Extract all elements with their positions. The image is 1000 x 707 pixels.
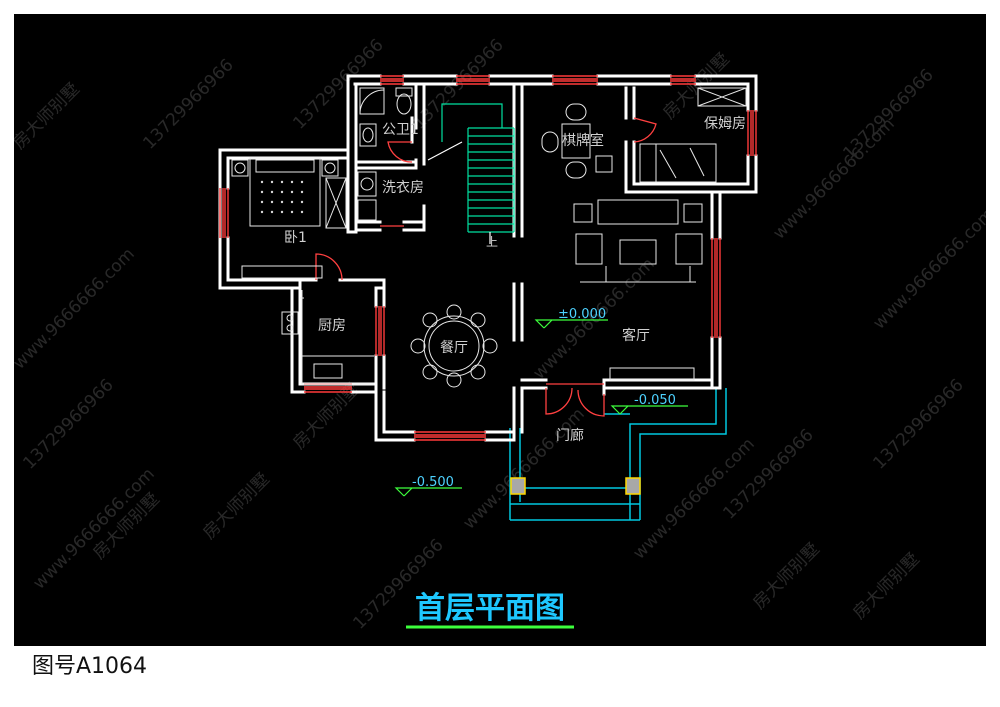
toilet bbox=[395, 87, 413, 115]
watermark-phone: 13729966966 bbox=[19, 375, 117, 473]
watermark-site: www.9666666.com bbox=[869, 204, 986, 333]
label-kitchen: 厨房 bbox=[318, 318, 346, 334]
watermark-site: www.9666666.com bbox=[459, 404, 588, 533]
elevation-porch bbox=[610, 405, 688, 415]
window-top-stair bbox=[456, 75, 490, 85]
watermark-site: www.9666666.com bbox=[14, 244, 139, 373]
elevation-main bbox=[534, 319, 608, 329]
watermark-site: www.9666666.com bbox=[29, 464, 158, 593]
elevation-main-value: ±0.000 bbox=[558, 307, 606, 322]
bedroom-cabinet bbox=[241, 265, 323, 279]
door-bath bbox=[387, 141, 413, 163]
furniture bbox=[231, 87, 747, 388]
watermark-brand: 房大师别墅 bbox=[199, 469, 273, 543]
door-bedroom bbox=[315, 253, 343, 281]
doors bbox=[315, 117, 657, 417]
window-bedroom-left bbox=[219, 188, 229, 238]
watermark-brand: 房大师别墅 bbox=[659, 49, 733, 123]
window-top-bath bbox=[380, 75, 404, 85]
laundry-fixtures bbox=[357, 171, 377, 221]
window-dining-bottom bbox=[414, 431, 486, 441]
tv-cabinet bbox=[609, 367, 695, 381]
watermark-phone: 13729966966 bbox=[719, 425, 817, 523]
plan-title: 首层平面图 bbox=[415, 591, 565, 626]
sofa-set bbox=[573, 199, 703, 283]
label-bedroom: 卧1 bbox=[284, 230, 307, 246]
door-entry-left bbox=[545, 387, 573, 415]
door-entry-right bbox=[577, 389, 605, 417]
watermark-phone: 13729966966 bbox=[839, 65, 937, 163]
floor-plan: 房大师别墅 13729966966 13729966966 1372996696… bbox=[14, 35, 986, 633]
label-dining: 餐厅 bbox=[440, 340, 468, 356]
cad-canvas: 房大师别墅 13729966966 13729966966 1372996696… bbox=[14, 14, 986, 646]
bed bbox=[231, 157, 339, 227]
walls bbox=[218, 74, 758, 442]
shower bbox=[359, 87, 385, 115]
chess-table bbox=[541, 103, 613, 179]
porch-columns bbox=[510, 477, 641, 495]
watermark-brand: 房大师别墅 bbox=[749, 539, 823, 613]
wardrobe bbox=[325, 177, 347, 229]
watermark-phone: 13729966966 bbox=[869, 375, 967, 473]
window-living-right bbox=[711, 238, 721, 338]
kitchen-counter bbox=[281, 290, 374, 385]
windows bbox=[219, 75, 757, 441]
label-living: 客厅 bbox=[622, 327, 650, 344]
watermark-brand: 房大师别墅 bbox=[849, 549, 923, 623]
label-public-bath: 公卫1 bbox=[382, 122, 419, 138]
elevation-values: ±0.000 -0.050 -0.500 bbox=[412, 307, 676, 490]
label-porch: 门廊 bbox=[556, 427, 584, 444]
elevation-porch-value: -0.050 bbox=[634, 393, 676, 408]
watermark-brand: 房大师别墅 bbox=[14, 79, 84, 153]
bed-dots bbox=[260, 180, 304, 214]
label-chess-room: 棋牌室 bbox=[562, 132, 604, 149]
door-maid bbox=[633, 117, 657, 143]
window-top-maid bbox=[670, 75, 696, 85]
watermark-layer: 房大师别墅 13729966966 13729966966 1372996696… bbox=[14, 35, 986, 633]
basin bbox=[359, 123, 377, 147]
staircase bbox=[427, 103, 515, 244]
elevation-exterior-value: -0.500 bbox=[412, 475, 454, 490]
label-laundry: 洗衣房 bbox=[382, 180, 424, 196]
room-labels: 公卫1 洗衣房 棋牌室 保姆房 卧1 厨房 餐厅 客厅 门廊 上 bbox=[284, 116, 746, 444]
label-stair-up: 上 bbox=[486, 235, 498, 249]
label-maid-room: 保姆房 bbox=[704, 116, 746, 132]
drawing-number: 图号A1064 bbox=[32, 654, 148, 679]
elevation-markers bbox=[394, 319, 688, 497]
maid-bed bbox=[639, 87, 747, 183]
window-maid-right bbox=[747, 110, 757, 156]
watermark-brand: 房大师别墅 bbox=[289, 379, 363, 453]
watermark-phone: 13729966966 bbox=[139, 55, 237, 153]
window-top-chess bbox=[552, 75, 598, 85]
dining-table bbox=[410, 304, 498, 388]
window-kitchen-side bbox=[375, 306, 385, 356]
elevation-exterior bbox=[394, 487, 462, 497]
